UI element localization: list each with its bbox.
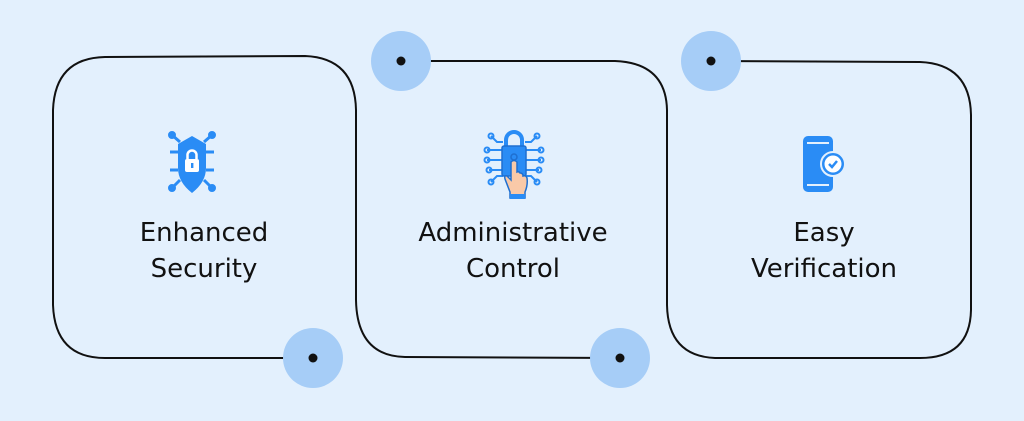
shield-lock-icon bbox=[168, 131, 216, 193]
card-frame-3 bbox=[666, 60, 972, 359]
card-frame-2-bottom bbox=[355, 299, 621, 359]
feature-label-administrative-control: Administrative Control bbox=[418, 218, 608, 284]
card-frame-1 bbox=[52, 54, 357, 359]
phone-check-icon bbox=[803, 136, 846, 192]
card-frame-2 bbox=[401, 60, 668, 300]
feature-label-easy-verification: Easy Verification bbox=[750, 218, 898, 284]
feature-label-enhanced-security: Enhanced Security bbox=[139, 218, 269, 284]
fingerprint-lock-icon bbox=[483, 130, 545, 199]
